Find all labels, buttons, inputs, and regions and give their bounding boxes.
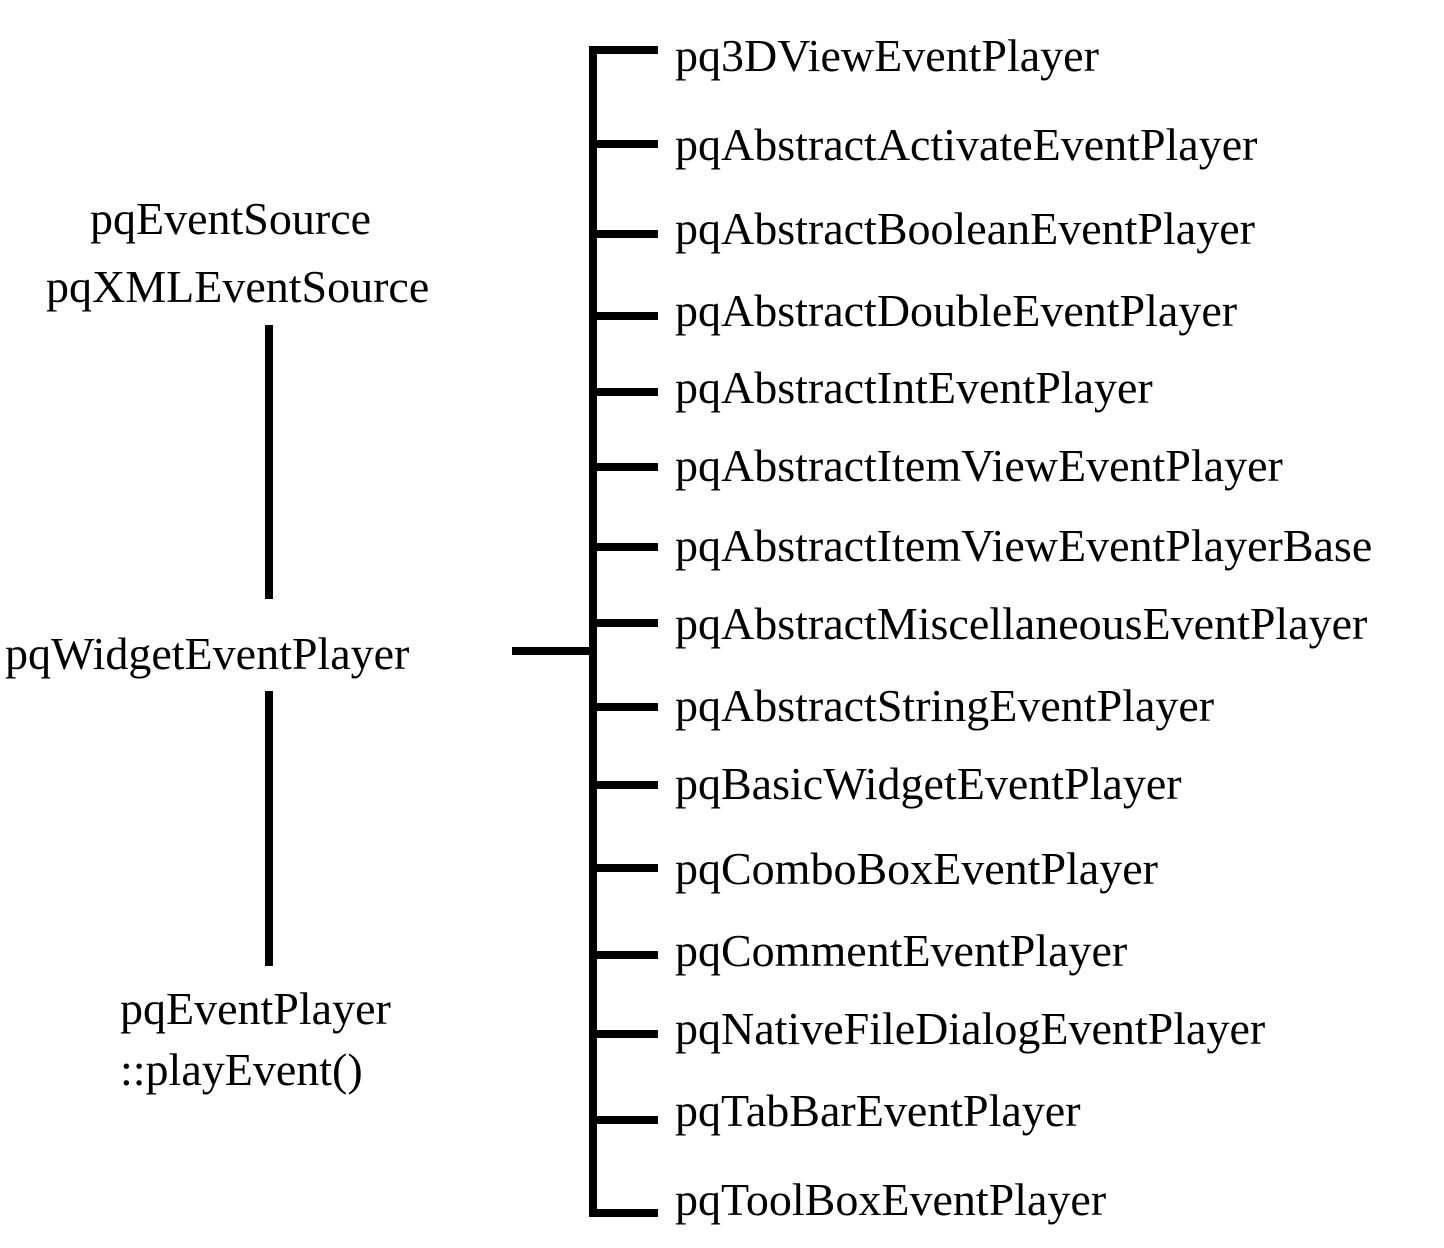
event-source-label: pqEventSource xyxy=(90,193,372,244)
bracket-tick xyxy=(589,1030,658,1038)
bracket-tick xyxy=(589,1116,658,1124)
bracket-tick xyxy=(589,543,658,551)
connector-widget-to-event-player xyxy=(265,691,273,966)
event-player-item: pqAbstractMiscellaneousEventPlayer xyxy=(675,598,1368,649)
bracket-tick xyxy=(589,230,658,238)
play-event-method-label: ::playEvent() xyxy=(120,1044,363,1095)
bracket-tick xyxy=(589,703,658,711)
bracket-tick xyxy=(589,312,658,320)
bracket-tick xyxy=(589,388,658,396)
event-player-item: pqAbstractIntEventPlayer xyxy=(675,362,1153,413)
event-player-item: pq3DViewEventPlayer xyxy=(675,30,1099,81)
bracket-tick xyxy=(589,619,658,627)
event-player-item: pqAbstractItemViewEventPlayer xyxy=(675,440,1283,491)
event-player-item: pqToolBoxEventPlayer xyxy=(675,1174,1107,1225)
event-player-item: pqAbstractActivateEventPlayer xyxy=(675,119,1258,170)
bracket-tick xyxy=(589,781,658,789)
bracket-tick xyxy=(589,951,658,959)
bracket-tick xyxy=(589,463,658,471)
bracket-spine xyxy=(589,46,597,1217)
bracket-tick xyxy=(589,1209,658,1217)
event-player-item: pqBasicWidgetEventPlayer xyxy=(675,758,1182,809)
bracket-tick xyxy=(589,140,658,148)
connector-widget-to-bracket xyxy=(512,647,596,655)
event-player-item: pqCommentEventPlayer xyxy=(675,925,1128,976)
event-player-item: pqAbstractBooleanEventPlayer xyxy=(675,203,1255,254)
event-player-item: pqComboBoxEventPlayer xyxy=(675,843,1158,894)
xml-event-source-label: pqXMLEventSource xyxy=(46,261,430,312)
connector-source-to-widget xyxy=(265,325,273,599)
event-player-item: pqAbstractDoubleEventPlayer xyxy=(675,285,1238,336)
event-player-label: pqEventPlayer xyxy=(120,983,391,1034)
event-player-item: pqAbstractStringEventPlayer xyxy=(675,680,1215,731)
event-player-item: pqNativeFileDialogEventPlayer xyxy=(675,1003,1266,1054)
bracket-tick xyxy=(589,864,658,872)
event-player-item: pqAbstractItemViewEventPlayerBase xyxy=(675,520,1373,571)
widget-event-player-label: pqWidgetEventPlayer xyxy=(5,628,410,679)
event-player-item: pqTabBarEventPlayer xyxy=(675,1085,1081,1136)
bracket-tick xyxy=(589,46,658,54)
